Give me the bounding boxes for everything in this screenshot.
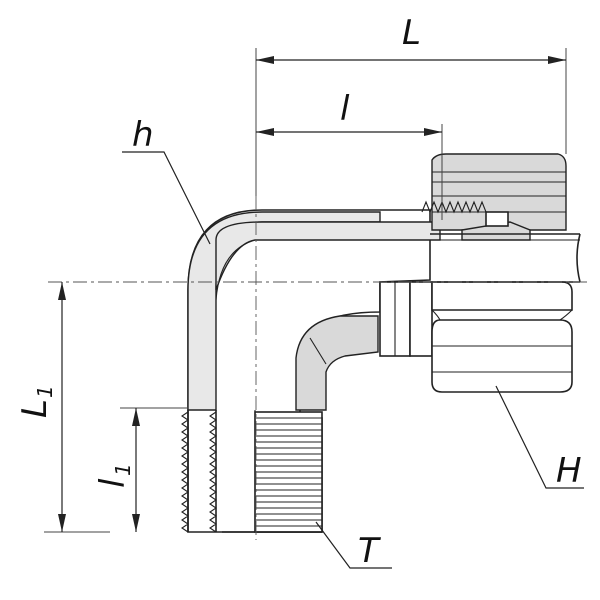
label-H: H <box>556 451 582 491</box>
label-L: L <box>402 13 421 53</box>
label-L1: L 1 <box>15 385 57 418</box>
upper-nut-section <box>421 153 567 241</box>
label-h: h <box>132 115 154 155</box>
label-l1: l 1 <box>93 463 135 488</box>
label-l1-sub: 1 <box>111 463 135 476</box>
label-l1-main: l <box>93 478 133 488</box>
label-L1-sub: 1 <box>33 385 57 398</box>
thread-left-flank <box>181 411 189 533</box>
label-L1-main: L <box>15 399 55 418</box>
thread-left-inner <box>209 411 217 533</box>
fitting-body <box>187 209 580 533</box>
labels: L l h H T L 1 l 1 <box>15 13 582 571</box>
tube <box>430 233 581 283</box>
center-lines <box>48 196 590 540</box>
label-l: l <box>340 89 350 129</box>
label-T: T <box>358 531 381 571</box>
nut-thread-teeth <box>421 200 487 214</box>
bottom-thread <box>181 410 323 533</box>
dimension-lines <box>44 48 584 569</box>
nut-H <box>431 281 573 393</box>
